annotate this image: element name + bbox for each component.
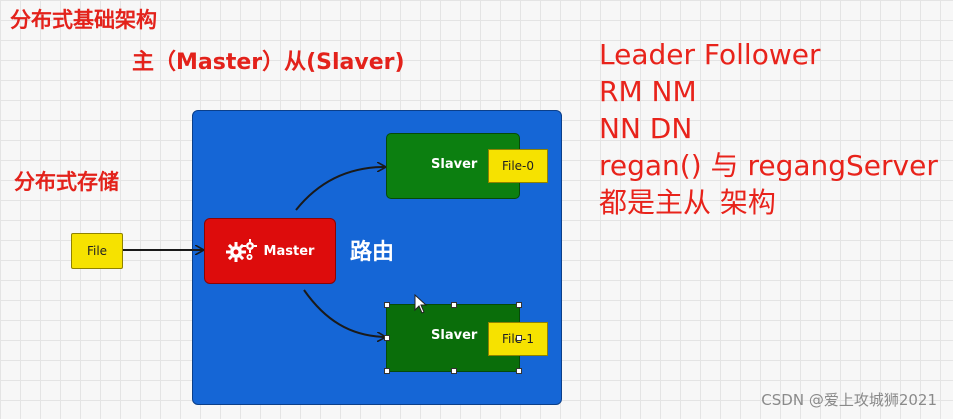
arrow-master-to-slaver-1	[303, 289, 385, 337]
slaver-node-0[interactable]: Slaver File-0	[386, 133, 548, 199]
note-line: 都是主从 架构	[599, 186, 776, 219]
notes-list: Leader Follower RM NM NN DN regan() 与 re…	[599, 36, 938, 221]
note-line: Leader Follower	[599, 38, 821, 71]
master-node[interactable]: Master	[204, 218, 336, 284]
diagram-title: 分布式基础架构	[10, 8, 157, 32]
master-label: Master	[263, 243, 315, 259]
storage-heading: 分布式存储	[14, 170, 119, 194]
arrow-master-to-slaver-0	[295, 167, 385, 211]
gears-icon	[225, 239, 257, 262]
note-line: RM NM	[599, 75, 697, 108]
slaver-label: Slaver	[431, 328, 478, 343]
slaver-label: Slaver	[431, 157, 478, 172]
mouse-pointer-icon	[414, 294, 428, 314]
master-slave-subtitle: 主（Master）从(Slaver)	[132, 50, 405, 75]
input-file-box[interactable]: File	[71, 233, 123, 269]
file-0-label: File-0	[501, 159, 535, 173]
slaver-node-1[interactable]: Slaver File-1	[386, 304, 548, 372]
note-line: regan() 与 regangServer	[599, 149, 938, 182]
input-file-label: File	[86, 244, 108, 258]
note-line: NN DN	[599, 112, 693, 145]
watermark: CSDN @爱上攻城狮2021	[761, 391, 937, 409]
file-0-box: File-0	[488, 149, 548, 183]
route-label: 路由	[350, 240, 395, 265]
